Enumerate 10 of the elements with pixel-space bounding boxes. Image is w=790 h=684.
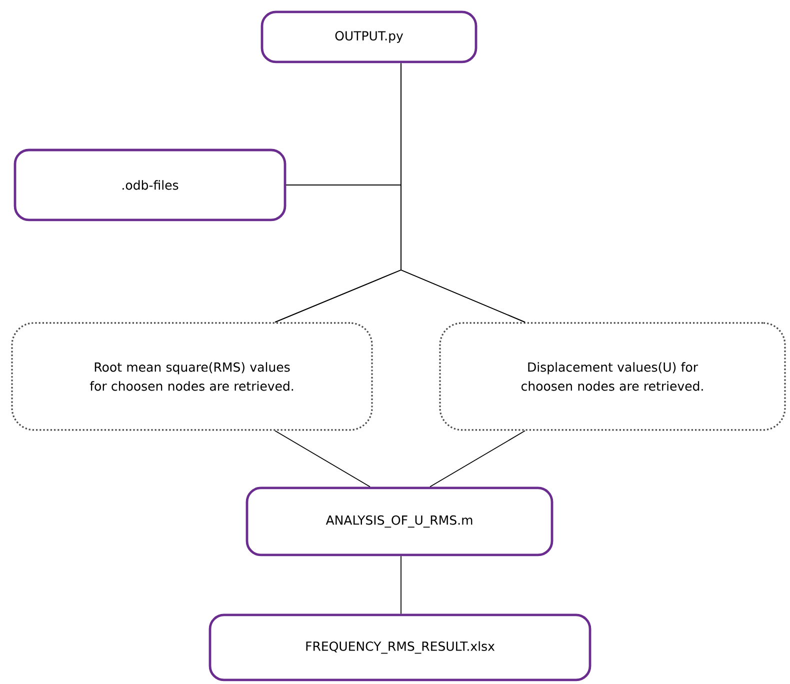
connector-line [274, 430, 370, 488]
file-box: OUTPUT.py [260, 10, 478, 64]
process-box: Root mean square(RMS) values for choosen nodes are retrieved. [11, 322, 373, 431]
connector-line [286, 184, 526, 323]
connector-line [430, 430, 526, 488]
file-box: FREQUENCY_RMS_RESULT.xlsx [208, 614, 592, 682]
process-box: Displacement values(U) for choosen nodes are retrieved. [439, 322, 786, 431]
file-box: ANALYSIS_OF_U_RMS.m [246, 486, 554, 556]
connector-line [400, 556, 402, 614]
file-box: .odb-files [14, 148, 286, 222]
